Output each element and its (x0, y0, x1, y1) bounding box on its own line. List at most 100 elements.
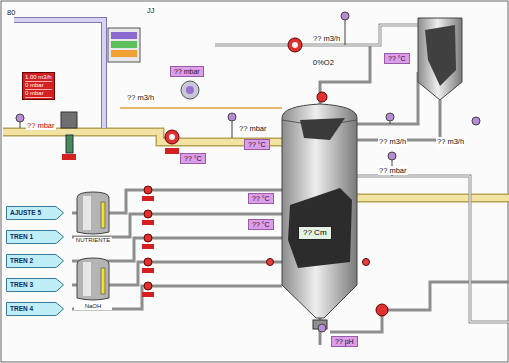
indicator-stack (108, 28, 140, 62)
level-switch (363, 259, 370, 266)
value-box: ?? °C (248, 219, 274, 230)
gauge-stem (345, 20, 346, 45)
tank-shine (83, 196, 91, 230)
blower-symbol (165, 130, 179, 144)
level-display: ?? Cm (298, 226, 332, 240)
valve-symbol (144, 210, 152, 218)
duct-edge (14, 20, 104, 128)
valve-symbol (144, 258, 152, 266)
measurement-label: ?? m3/h (378, 137, 407, 146)
sludge-level (288, 188, 352, 268)
value-text: ?? mbar (174, 67, 200, 76)
blower-hub (169, 134, 175, 140)
pipe (330, 282, 509, 332)
gauge-symbol (472, 117, 480, 125)
valve-symbol (144, 186, 152, 194)
gas-pipe-edge (3, 132, 282, 142)
level-bar (101, 202, 105, 228)
measurement-label: ?? mbar (26, 121, 56, 130)
value-text: TREN 3 (10, 278, 52, 292)
pipe (357, 72, 418, 124)
value-box: ?? °C (384, 53, 410, 64)
level-switch (267, 259, 274, 266)
arrow-outline (7, 255, 64, 268)
pipe-shine (357, 176, 509, 322)
tag-box (62, 154, 76, 160)
arrow-outline (7, 279, 64, 292)
duct (14, 20, 104, 128)
measurement-label: ?? m3/h (312, 34, 341, 43)
stack-bar (111, 41, 137, 48)
analyser-core (186, 86, 194, 94)
value-box: ?? °C (180, 153, 206, 164)
tank-symbol (74, 256, 112, 302)
flowmeter-symbol (66, 135, 73, 153)
arrow-outline (7, 207, 64, 220)
value-box: ?? °C (244, 139, 270, 150)
stack-bar (111, 32, 137, 39)
value-box: ?? mbar (170, 66, 204, 77)
measurement-label: 0%O2 (312, 58, 335, 67)
filter-symbol (61, 112, 77, 128)
gas-pipe-edge (357, 194, 509, 203)
pipe (72, 238, 282, 261)
level-bar (101, 268, 105, 294)
value-box: ?? pH (331, 336, 358, 347)
pipe (357, 176, 509, 322)
feed-arrow: TREN 1 (6, 230, 64, 244)
gauge-symbol (16, 114, 24, 122)
pump-symbol (288, 38, 302, 52)
measurement-label: 80 (6, 8, 16, 17)
scrubber-fill (425, 25, 456, 86)
measurement-label: ?? mbar (238, 124, 268, 133)
tank-body (77, 258, 109, 300)
tank-body (77, 192, 109, 234)
valve-symbol (144, 234, 152, 242)
value-text: 0 mbar (25, 82, 52, 90)
tank-label: NaOH (74, 303, 112, 310)
measurement-label: ?? mbar (378, 166, 408, 175)
reactor-vessel (282, 104, 357, 318)
tag-box (165, 148, 179, 154)
value-text: ?? pH (335, 337, 354, 346)
tag-box (142, 292, 154, 297)
gauge-stem (20, 122, 21, 128)
measurement-label: ?? m3/h (436, 137, 465, 146)
valve-symbol (317, 92, 327, 102)
gas-pipe (357, 195, 509, 201)
pipe-shine (215, 25, 418, 45)
gauge-symbol (386, 113, 394, 121)
feed-arrow: AJUSTE 5 (6, 206, 64, 220)
gauge-stem (232, 121, 233, 138)
tank-symbol (74, 190, 112, 236)
gauge-symbol (388, 152, 396, 160)
feed-arrow: TREN 4 (6, 302, 64, 316)
scrubber-vessel (418, 18, 462, 100)
gas-dome (300, 118, 345, 140)
pump-hub (292, 42, 298, 48)
feed-arrow: TREN 2 (6, 254, 64, 268)
measurement-label: ?? m3/h (126, 93, 155, 102)
pump-symbol (376, 304, 388, 316)
pipe (320, 45, 370, 106)
status-panel: 1.00 m3/h0 mbar0 mbar (22, 72, 55, 100)
signal-line (120, 107, 282, 109)
value-text: ?? °C (388, 54, 406, 63)
tag-box (142, 196, 154, 201)
value-text: ?? °C (252, 194, 270, 203)
ph-probe (318, 324, 326, 332)
stack-bar (111, 50, 137, 57)
value-box: ?? °C (248, 193, 274, 204)
tag-box (142, 220, 154, 225)
gas-pipe (3, 132, 282, 142)
pipe (357, 100, 440, 140)
value-text: ?? °C (252, 220, 270, 229)
pipe-highlight (215, 25, 509, 322)
value-text: ?? Cm (303, 228, 327, 238)
pipe (215, 25, 418, 45)
value-text: ?? °C (184, 154, 202, 163)
value-text: 1.00 m3/h (25, 74, 52, 82)
tag-box (142, 268, 154, 273)
